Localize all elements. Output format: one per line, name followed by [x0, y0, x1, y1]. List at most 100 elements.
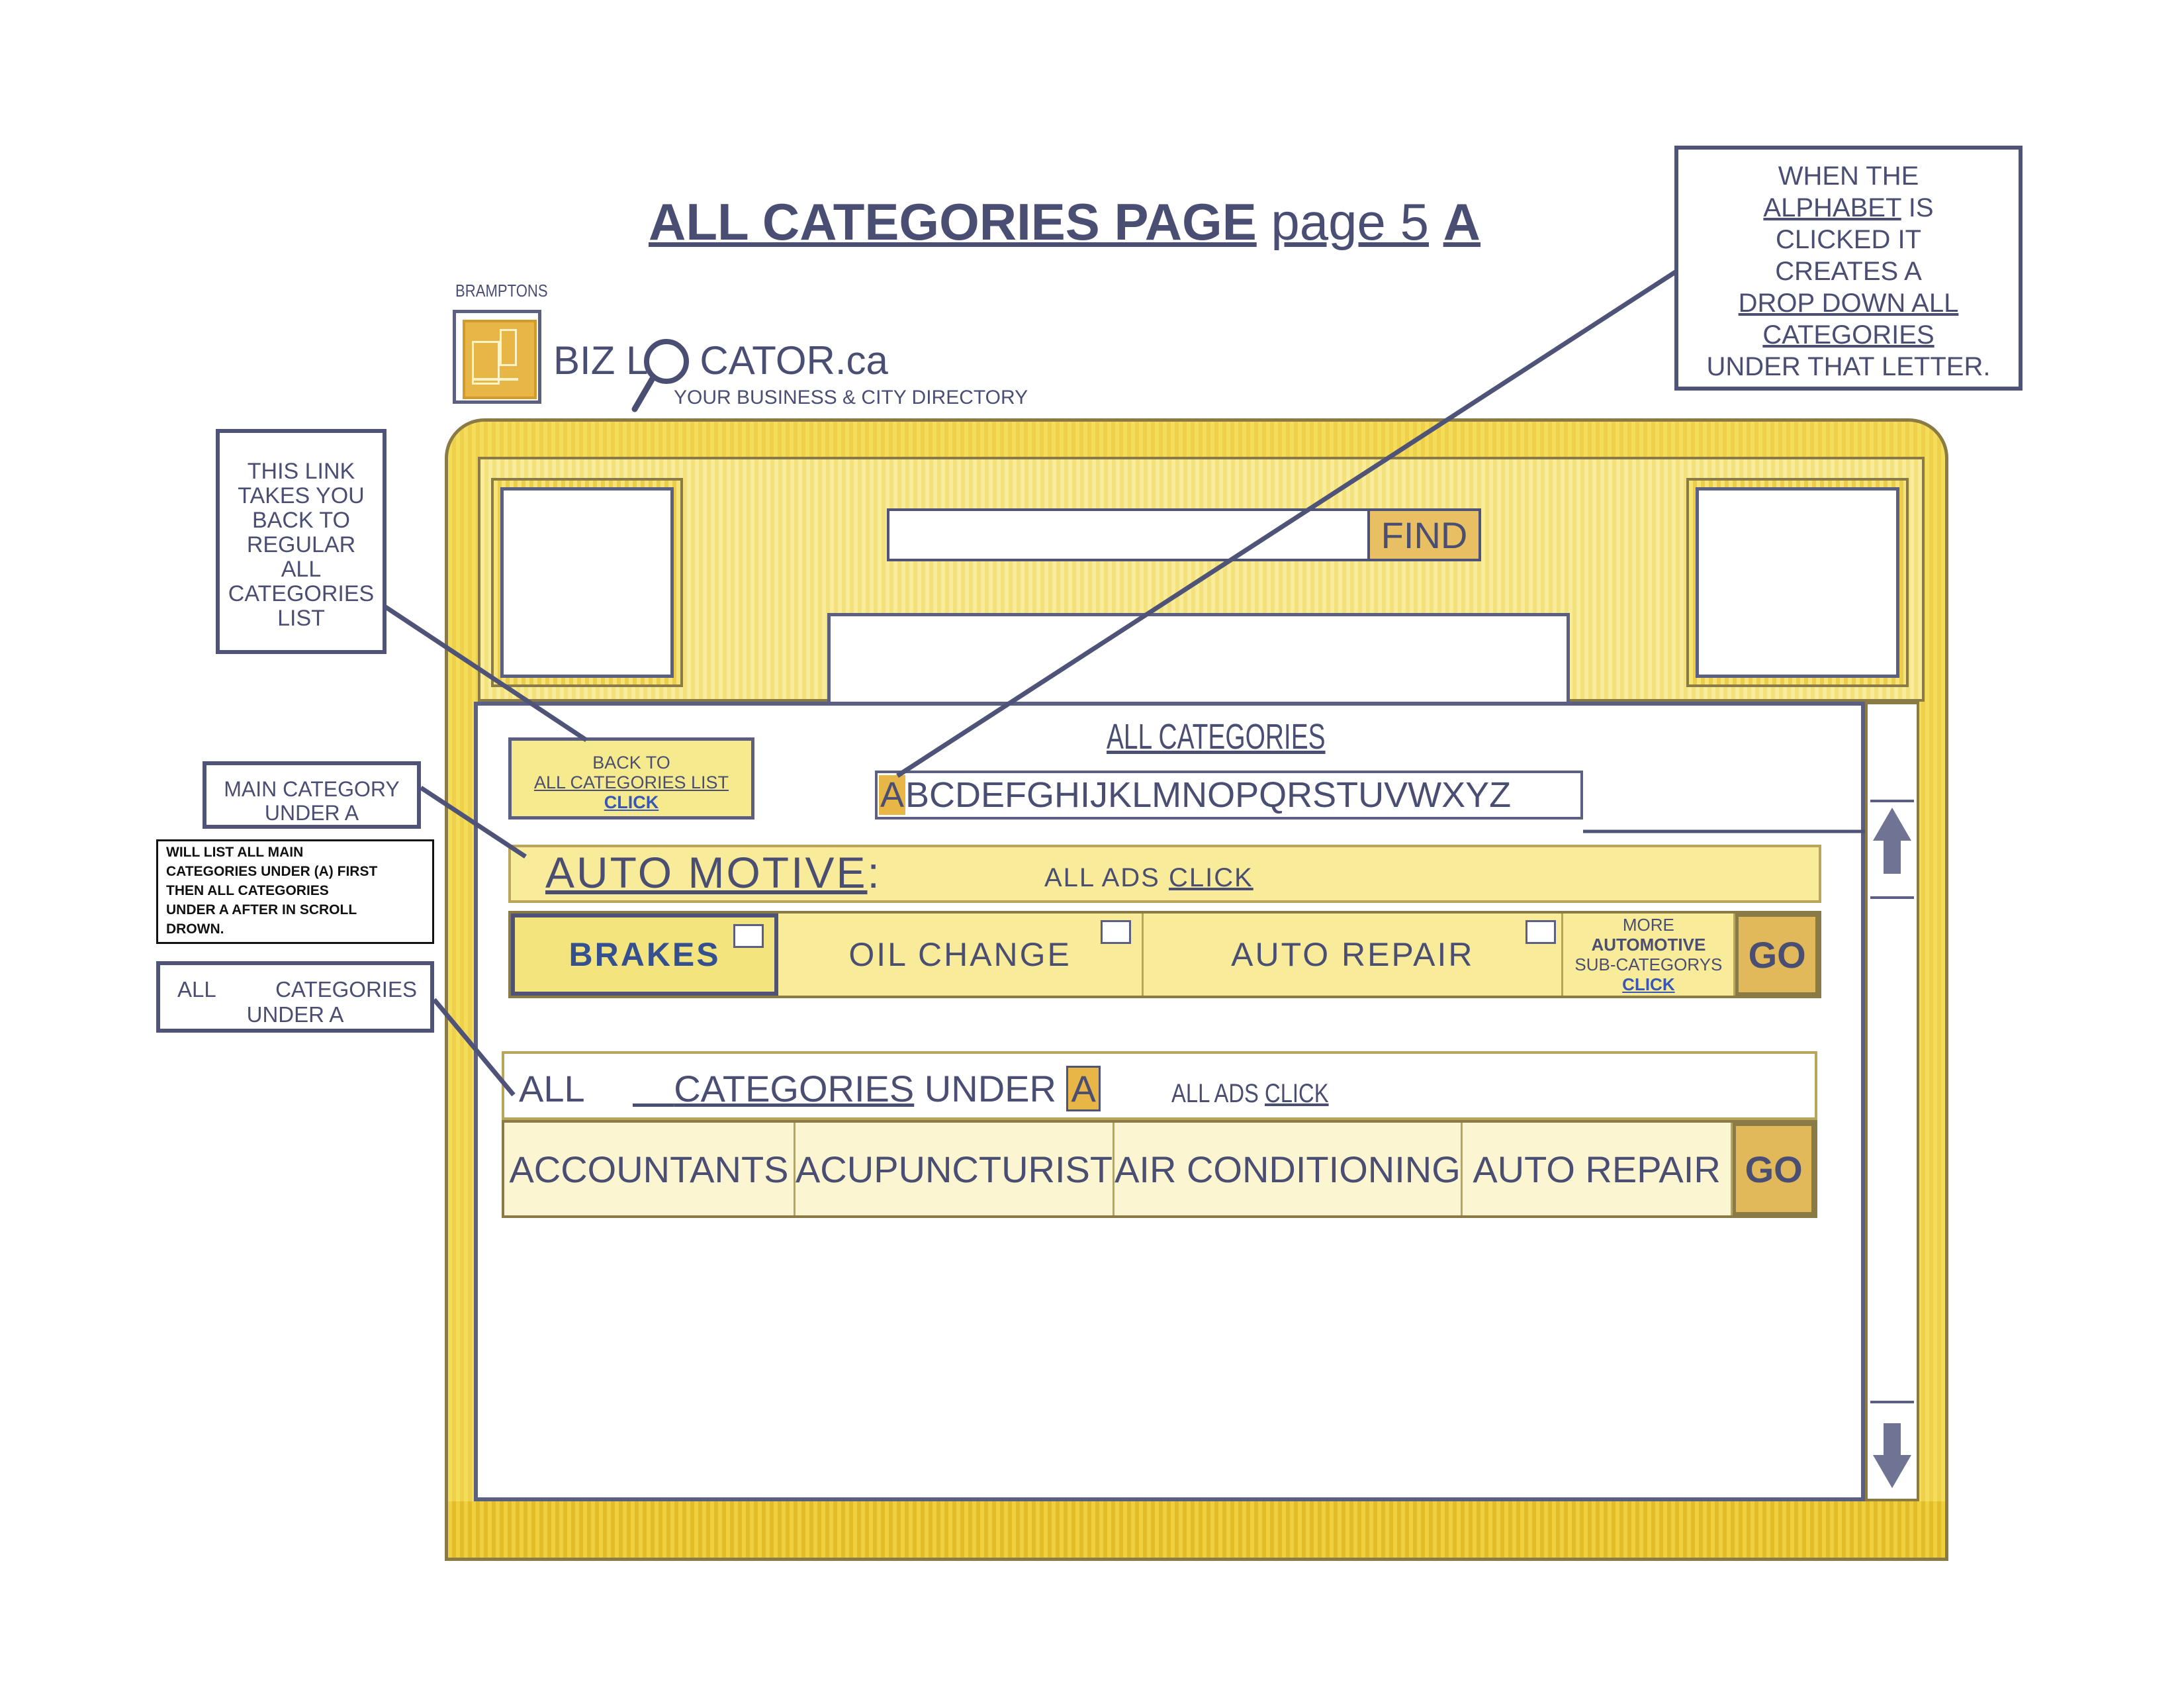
callout-line: REGULAR — [246, 532, 356, 557]
callout-line: UNDER A — [246, 1002, 344, 1027]
callout-line: UNDER A — [264, 801, 359, 825]
logo-name: BIZ L CATOR.ca — [553, 338, 888, 383]
callout-main-category: MAIN CATEGORY UNDER A — [203, 761, 421, 829]
logo-name-right: CATOR.ca — [700, 338, 888, 383]
callout-line: WHEN THE — [1778, 162, 1919, 191]
back-to-all-categories-link[interactable]: BACK TO ALL CATEGORIES LIST CLICK — [508, 737, 754, 820]
callout-line: WILL LIST ALL MAIN — [166, 845, 304, 860]
subcategory-checkbox[interactable] — [1101, 920, 1132, 944]
main-category-header — [508, 845, 1821, 903]
more-click-link[interactable]: CLICK — [1622, 974, 1675, 994]
scroll-down-button[interactable] — [1870, 1401, 1914, 1499]
callout-note: WILL LIST ALL MAIN CATEGORIES UNDER (A) … — [156, 839, 434, 944]
callout-line: LIST — [277, 606, 325, 631]
logo-mark — [453, 310, 541, 404]
callout-line: DROP DOWN ALL — [1738, 289, 1959, 318]
subcategory-oil-change[interactable]: OIL CHANGE — [778, 914, 1144, 996]
callout-text: CATEGORIES — [275, 977, 417, 1002]
under-all-ads: ALL ADS CLICK — [1171, 1079, 1329, 1109]
categories-go-button[interactable]: GO — [1733, 1123, 1815, 1215]
automotive-go-button[interactable]: GO — [1735, 914, 1819, 996]
arrow-down-icon — [1873, 1423, 1911, 1488]
all-ads-label: ALL ADS — [1044, 863, 1169, 892]
under-all-label: ALL — [519, 1068, 585, 1109]
categories-under-letter-header — [502, 1051, 1817, 1120]
callout-line: THEN ALL CATEGORIES — [166, 883, 329, 898]
find-button[interactable]: FIND — [1367, 508, 1481, 561]
under-all-ads-click-link[interactable]: CLICK — [1265, 1079, 1329, 1108]
subcategory-brakes[interactable]: BRAKES — [511, 914, 779, 996]
ad-box-left[interactable] — [500, 487, 674, 678]
page-title-letter: A — [1443, 193, 1481, 251]
back-link-line2[interactable]: ALL CATEGORIES LIST — [533, 773, 729, 792]
category-acupuncturist[interactable]: ACUPUNCTURIST — [796, 1123, 1115, 1215]
subcategory-checkbox[interactable] — [733, 924, 764, 948]
page-title-bold: ALL CATEGORIES PAGE — [649, 193, 1257, 251]
category-accountants[interactable]: ACCOUNTANTS — [504, 1123, 796, 1215]
back-link-click[interactable]: CLICK — [604, 792, 659, 812]
bottom-bar — [445, 1501, 1948, 1561]
callout-line: DROWN. — [166, 921, 224, 937]
under-label: UNDER — [914, 1068, 1067, 1109]
callout-line: CREATES A — [1775, 257, 1922, 286]
categories-row: ACCOUNTANTS ACUPUNCTURIST AIR CONDITIONI… — [502, 1120, 1817, 1218]
subcategory-label: OIL CHANGE — [848, 936, 1071, 973]
logo-mark-icon — [463, 320, 537, 399]
category-air-conditioning[interactable]: AIR CONDITIONING — [1115, 1123, 1463, 1215]
callout-line: BACK TO — [251, 508, 351, 533]
page-title-page: page 5 — [1271, 193, 1429, 251]
magnifier-icon — [631, 339, 689, 412]
main-category-all-ads: ALL ADS CLICK — [1044, 863, 1253, 893]
alphabet-letters[interactable]: BCDEFGHIJKLMNOPQRSTUVWXYZ — [905, 775, 1512, 815]
callout-line: CLICKED IT — [1775, 225, 1922, 254]
under-categories-link[interactable]: CATEGORIES — [633, 1068, 914, 1109]
callout-line: CATEGORIES — [1762, 320, 1934, 350]
callout-line: UNDER THAT LETTER. — [1706, 352, 1991, 381]
callout-line: THIS LINK — [247, 459, 355, 484]
callout-line: TAKES YOU — [238, 483, 365, 508]
callout-underline: ALPHABET — [1763, 193, 1901, 222]
subcategory-checkbox[interactable] — [1525, 920, 1557, 944]
subcategory-label: BRAKES — [569, 936, 721, 973]
logo-name-left: BIZ L — [553, 338, 649, 383]
callout-line: ALL — [281, 557, 322, 582]
arrow-up-icon — [1873, 808, 1911, 874]
more-line1: MORE — [1622, 915, 1674, 935]
page-title: ALL CATEGORIES PAGE page 5 A — [649, 192, 1575, 252]
more-line3: SUB-CATEGORYS — [1574, 955, 1723, 974]
callout-line: MAIN CATEGORY — [224, 777, 400, 801]
callout-text: IS — [1901, 193, 1934, 222]
callout-back-link: THIS LINK TAKES YOU BACK TO REGULAR ALL … — [216, 429, 387, 654]
header-right-ad — [1686, 478, 1909, 687]
callout-alphabet-dropdown: WHEN THE ALPHABET IS CLICKED IT CREATES … — [1674, 146, 2023, 391]
alphabet-letter-a[interactable]: A — [879, 775, 906, 815]
search-results-box — [827, 613, 1570, 706]
alphabet-bar[interactable]: ABCDEFGHIJKLMNOPQRSTUVWXYZ — [875, 771, 1583, 820]
under-categories-title: CATEGORIES UNDER A — [633, 1066, 1101, 1111]
main-category-colon: : — [867, 848, 882, 897]
callout-text: ALL — [177, 977, 216, 1002]
category-auto-repair[interactable]: AUTO REPAIR — [1463, 1123, 1733, 1215]
subcategory-row: BRAKES OIL CHANGE AUTO REPAIR MORE AUTOM… — [508, 911, 1821, 998]
more-subcategories-link[interactable]: MORE AUTOMOTIVE SUB-CATEGORYS CLICK — [1563, 914, 1736, 996]
callout-all-categories: ALL CATEGORIES UNDER A — [156, 961, 434, 1033]
logo-tagline: YOUR BUSINESS & CITY DIRECTORY — [674, 387, 1028, 408]
callout-line: UNDER A AFTER IN SCROLL — [166, 902, 357, 917]
callout-line: ALPHABET IS — [1678, 192, 2019, 224]
under-all-ads-label: ALL ADS — [1171, 1079, 1265, 1108]
all-ads-click-link[interactable]: CLICK — [1168, 863, 1253, 892]
more-line2: AUTOMOTIVE — [1591, 935, 1706, 955]
main-category-title[interactable]: AUTO MOTIVE: — [545, 847, 882, 898]
under-categories-label: CATEGORIES — [674, 1068, 915, 1109]
under-letter-badge: A — [1066, 1066, 1101, 1111]
scroll-up-button[interactable] — [1870, 800, 1914, 899]
search-input[interactable] — [887, 508, 1370, 561]
subcategory-label: AUTO REPAIR — [1231, 936, 1475, 973]
back-link-line1: BACK TO — [592, 753, 670, 773]
ad-box-right[interactable] — [1696, 487, 1899, 678]
callout-line: CATEGORIES — [228, 581, 375, 606]
subcategory-auto-repair[interactable]: AUTO REPAIR — [1144, 914, 1564, 996]
logo-small-label: BRAMPTONS — [455, 281, 548, 301]
header-left-ad — [491, 478, 683, 687]
main-category-name[interactable]: AUTO MOTIVE — [545, 848, 868, 897]
